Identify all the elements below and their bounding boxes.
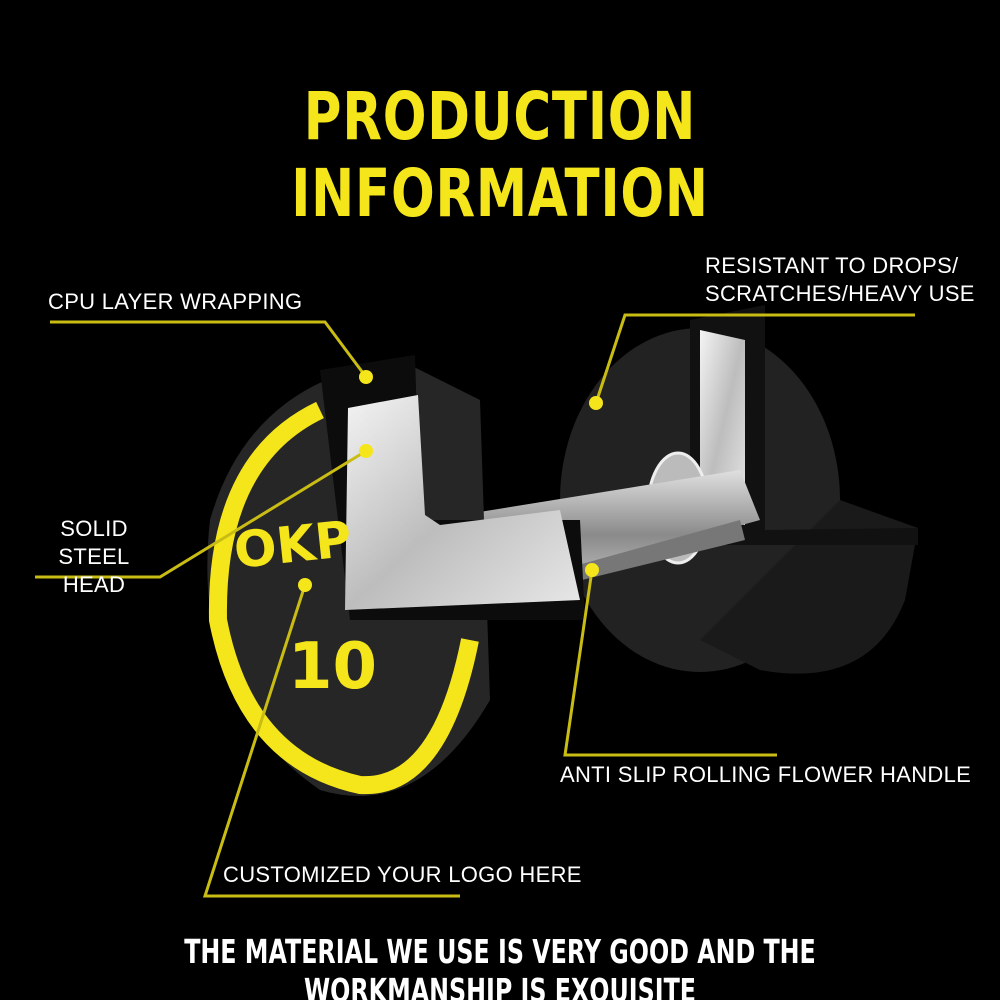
callout-dots	[298, 370, 603, 592]
callout-logo: CUSTOMIZED YOUR LOGO HERE	[223, 862, 582, 887]
callout-lines	[35, 313, 915, 898]
front-dumbbell-head: OKP 10	[207, 355, 585, 796]
callout-steel-line2: HEAD	[62, 572, 126, 597]
page-title: PRODUCTION INFORMATION	[291, 78, 709, 232]
footer-tagline: THE MATERIAL WE USE IS VERY GOOD AND THE…	[184, 932, 816, 1000]
callout-resistant: RESISTANT TO DROPS/ SCRATCHES/HEAVY USE	[705, 252, 975, 308]
weight-number: 10	[288, 630, 377, 704]
callout-solid-steel: SOLID STEEL HEAD	[24, 515, 164, 599]
callout-handle: ANTI SLIP ROLLING FLOWER HANDLE	[560, 762, 972, 787]
callout-steel-line1: SOLID STEEL	[58, 516, 130, 569]
callout-cpu-layer: CPU LAYER WRAPPING	[48, 289, 303, 314]
callout-resistant-line1: RESISTANT TO DROPS/	[705, 253, 959, 278]
callout-resistant-line2: SCRATCHES/HEAVY USE	[705, 281, 975, 306]
